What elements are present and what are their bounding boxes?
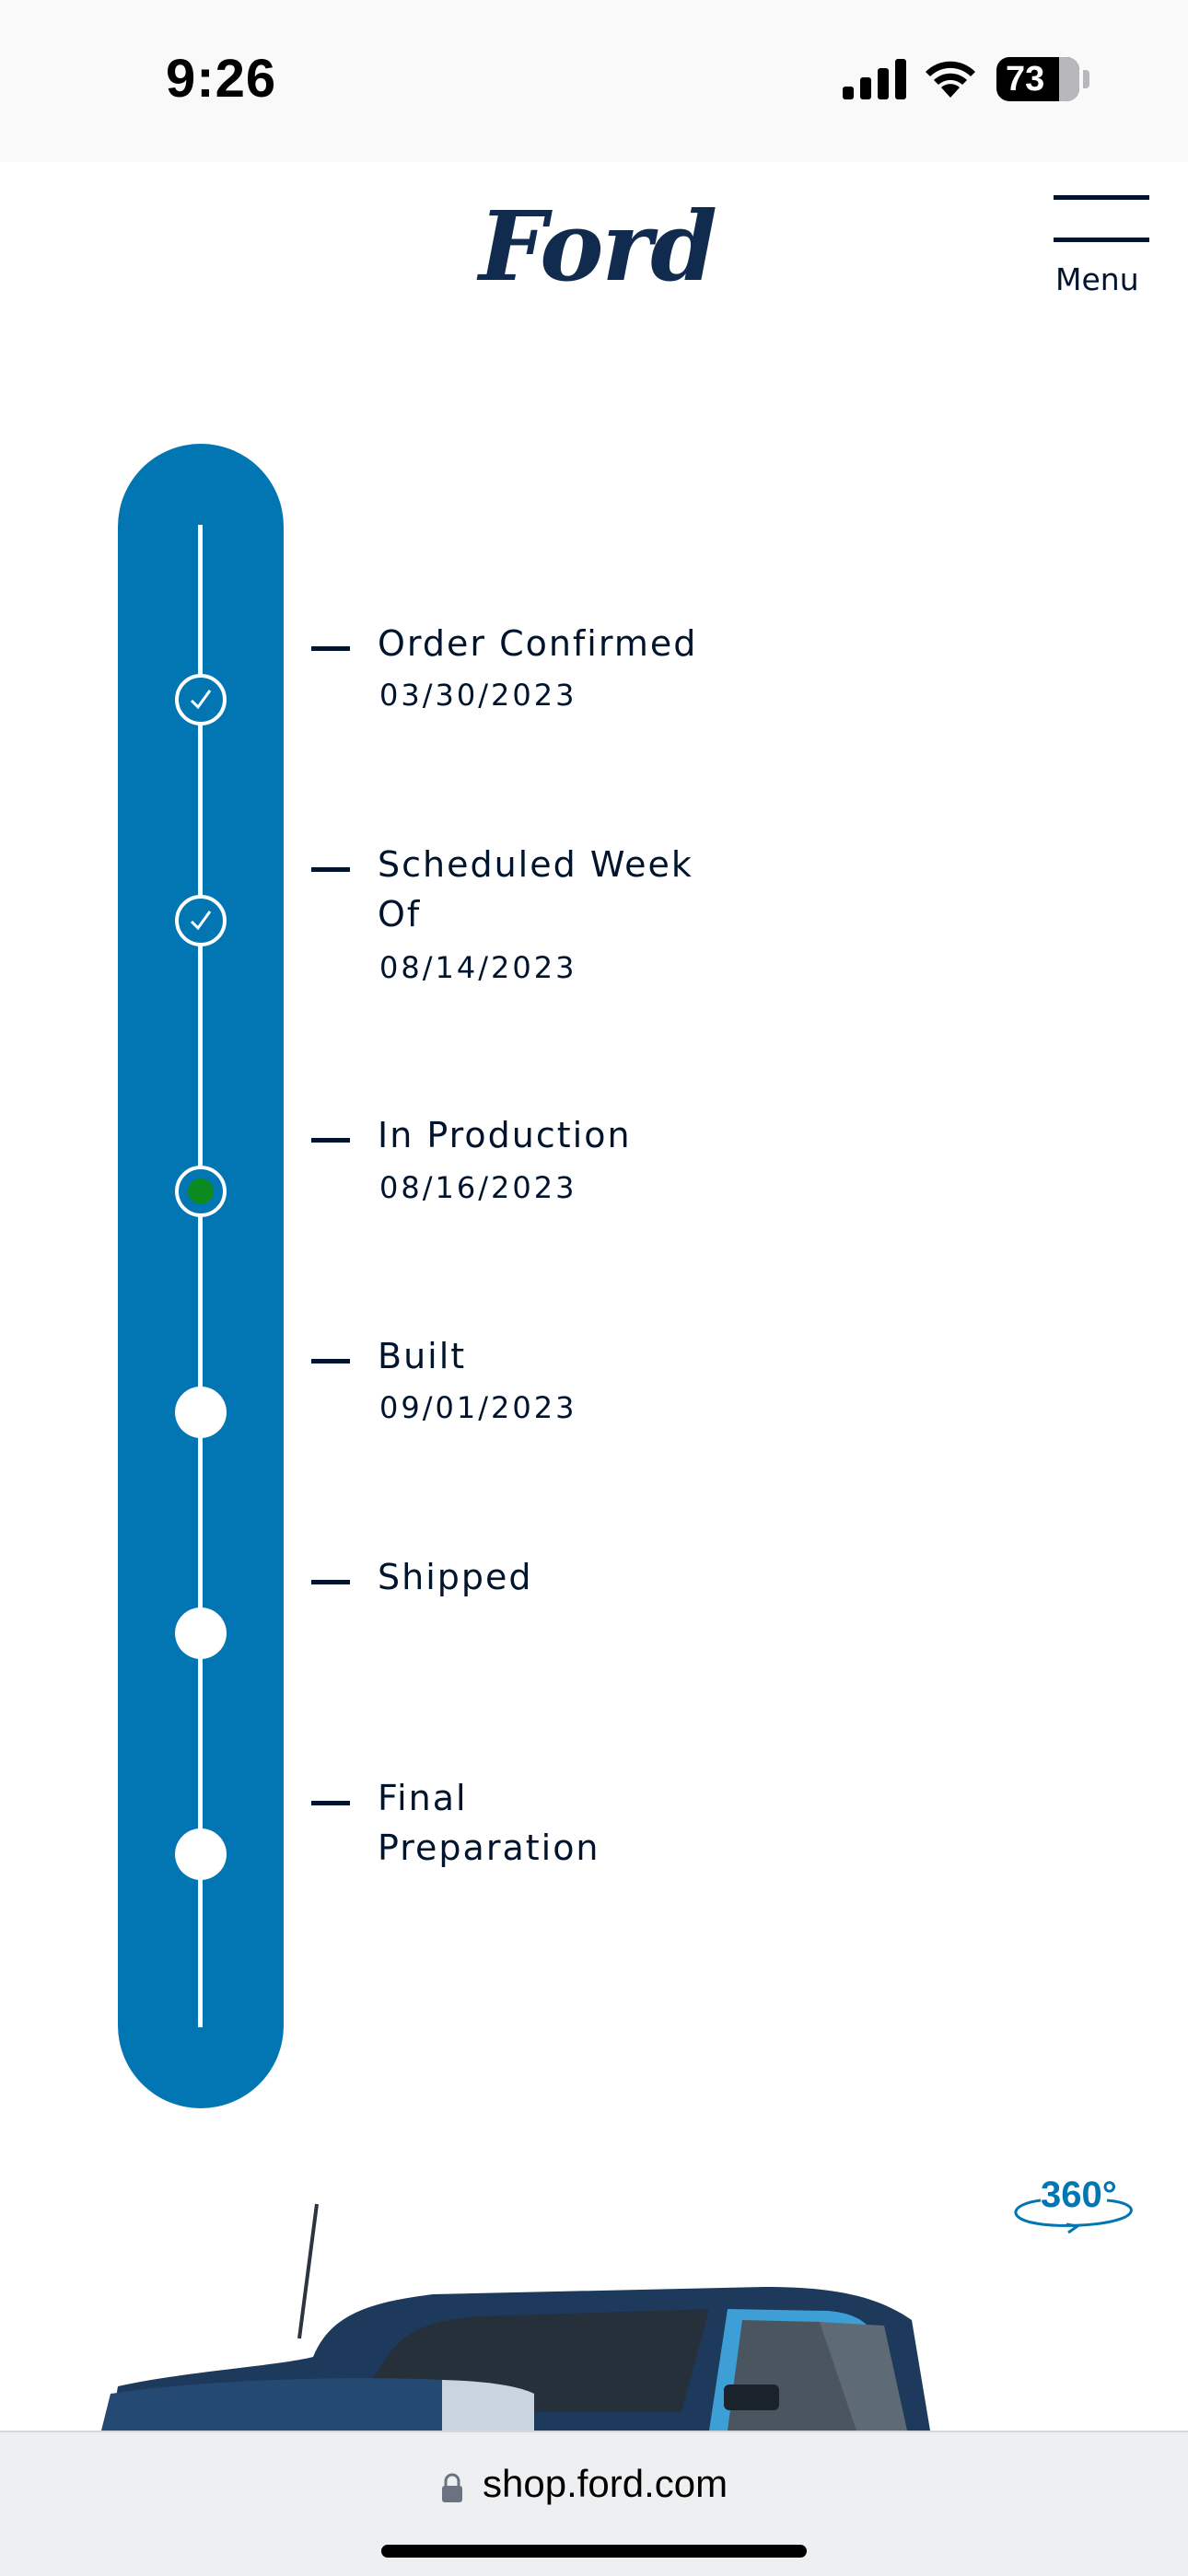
browser-url-bar[interactable]: shop.ford.com <box>0 2431 1188 2576</box>
step-node-order-confirmed <box>175 674 227 725</box>
step-dash <box>311 1138 350 1143</box>
step-dash <box>311 646 350 651</box>
step-label-in-production: In Production <box>378 1115 632 1155</box>
step-date-in-production: 08/16/2023 <box>379 1170 577 1205</box>
status-time: 9:26 <box>166 49 277 109</box>
step-label-order-confirmed: Order Confirmed <box>378 623 698 664</box>
cellular-signal-icon <box>843 59 906 99</box>
step-node-in-production <box>175 1166 227 1217</box>
battery-icon: 73 <box>996 57 1079 101</box>
step-dash <box>311 1801 350 1805</box>
step-dash <box>311 867 350 872</box>
battery-tip <box>1083 70 1089 88</box>
menu-icon-bar <box>1054 238 1149 242</box>
step-label-final-preparation: Final Preparation <box>378 1778 600 1868</box>
step-date-built: 09/01/2023 <box>379 1390 577 1425</box>
checkmark-icon <box>190 690 212 710</box>
home-indicator[interactable] <box>381 2545 807 2558</box>
step-node-scheduled-week <box>175 895 227 946</box>
wifi-icon <box>926 61 975 98</box>
url-text[interactable]: shop.ford.com <box>483 2462 728 2505</box>
step-label-built: Built <box>378 1336 467 1376</box>
rotate-360-icon <box>1014 2199 1133 2234</box>
current-step-indicator <box>188 1178 214 1204</box>
step-label-scheduled-week: Scheduled Week Of <box>378 844 693 934</box>
step-node-shipped <box>175 1607 227 1659</box>
menu-icon <box>1054 195 1149 200</box>
step-date-order-confirmed: 03/30/2023 <box>379 678 577 713</box>
step-node-final-preparation <box>175 1828 227 1880</box>
menu-button[interactable] <box>1050 190 1153 300</box>
menu-label[interactable]: Menu <box>1055 261 1139 297</box>
step-label-shipped: Shipped <box>378 1557 533 1597</box>
site-header <box>7 162 1181 320</box>
ford-logo[interactable]: Ford <box>479 190 717 303</box>
status-bar: 9:26 73 <box>0 0 1188 162</box>
step-dash <box>311 1580 350 1584</box>
view-360-button[interactable]: 360° <box>1004 2175 1138 2239</box>
tracker-line <box>198 525 203 2027</box>
view-360-label: 360° <box>1041 2175 1117 2215</box>
battery-level: 73 <box>1006 60 1045 99</box>
lock-icon <box>442 2473 462 2502</box>
step-dash <box>311 1359 350 1363</box>
step-date-scheduled-week: 08/14/2023 <box>379 950 577 985</box>
checkmark-icon <box>190 911 212 931</box>
step-node-built <box>175 1387 227 1438</box>
vehicle-image <box>0 2191 1188 2431</box>
